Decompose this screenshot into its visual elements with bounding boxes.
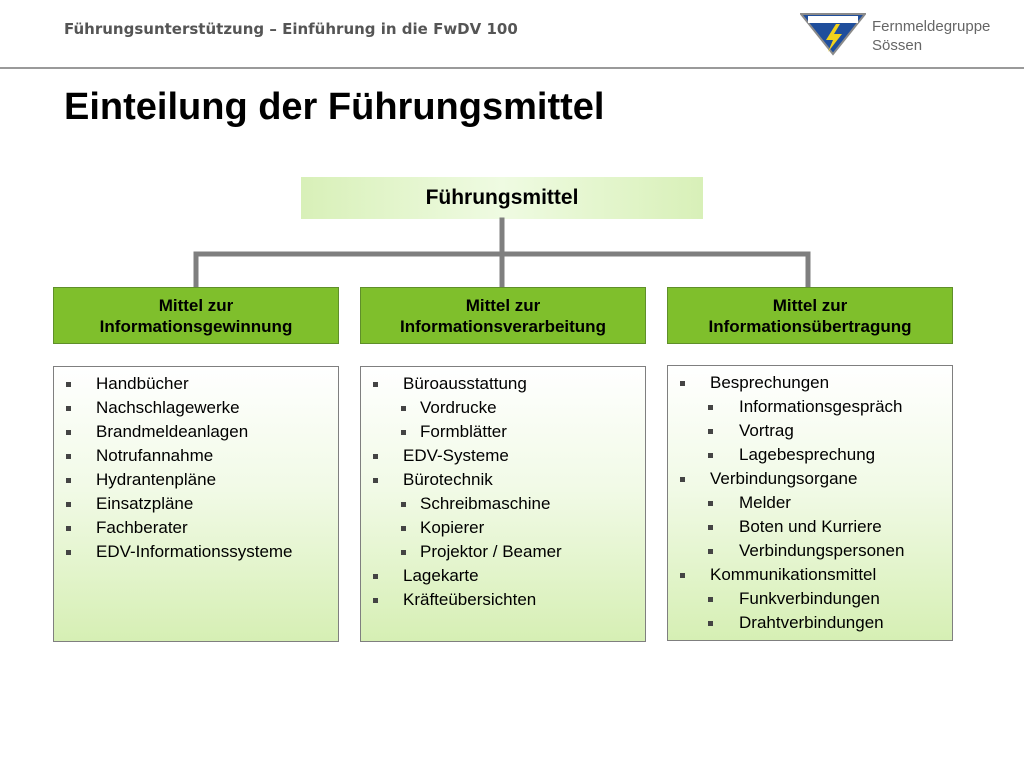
category-informationsuebertragung: Mittel zur Informationsübertragung [667, 287, 953, 344]
list-item: EDV-Informationssysteme [64, 540, 338, 564]
sub-list-item: Schreibmaschine [371, 492, 645, 516]
category-informationsverarbeitung: Mittel zur Informationsverarbeitung [360, 287, 646, 344]
category-heading-line1: Mittel zur [465, 295, 541, 315]
header-divider [0, 67, 1024, 69]
fernmeldegruppe-logo [800, 13, 866, 56]
list-item: Fachberater [64, 516, 338, 540]
sub-list-item: Vortrag [678, 419, 952, 443]
list-item: Bürotechnik [371, 468, 645, 492]
hierarchy-connectors [193, 217, 811, 290]
sub-list-item: Boten und Kurriere [678, 515, 952, 539]
category-heading-line2: Informationsgewinnung [99, 316, 293, 336]
sub-list-item: Vordrucke [371, 396, 645, 420]
list-item: Kräfteübersichten [371, 588, 645, 612]
org-name-line2: Sössen [872, 37, 923, 54]
sub-list-item: Funkverbindungen [678, 587, 952, 611]
list-item: Besprechungen [678, 371, 952, 395]
category-heading-line2: Informationsübertragung [708, 316, 912, 336]
sub-list-item: Kopierer [371, 516, 645, 540]
org-name-line1: Fernmeldegruppe [872, 18, 991, 35]
category-informationsgewinnung: Mittel zur Informationsgewinnung [53, 287, 339, 344]
sub-list-item: Formblätter [371, 420, 645, 444]
list-item: Notrufannahme [64, 444, 338, 468]
category-heading-line1: Mittel zur [772, 295, 848, 315]
page-title: Einteilung der Führungsmittel [64, 86, 605, 128]
sub-list-item: Verbindungspersonen [678, 539, 952, 563]
sub-list-item: Informationsgespräch [678, 395, 952, 419]
sub-list-item: Lagebesprechung [678, 443, 952, 467]
header-title: Führungsunterstützung – Einführung in di… [64, 20, 518, 38]
sub-list-item: Melder [678, 491, 952, 515]
org-name: Fernmeldegruppe Sössen [872, 17, 990, 55]
root-node-label: Führungsmittel [425, 186, 579, 209]
sub-list-item: Projektor / Beamer [371, 540, 645, 564]
category-heading-line2: Informationsverarbeitung [400, 316, 606, 336]
list-item: Kommunikationsmittel [678, 563, 952, 587]
category-heading-line1: Mittel zur [158, 295, 234, 315]
list-item: Lagekarte [371, 564, 645, 588]
sub-list-item: Drahtverbindungen [678, 611, 952, 635]
list-item: Brandmeldeanlagen [64, 420, 338, 444]
list-item: EDV-Systeme [371, 444, 645, 468]
root-node-fuehrungsmittel: Führungsmittel [301, 177, 703, 219]
list-item: Büroausstattung [371, 372, 645, 396]
list-item: Handbücher [64, 372, 338, 396]
list-item: Hydrantenpläne [64, 468, 338, 492]
list-item: Einsatzpläne [64, 492, 338, 516]
list-item: Nachschlagewerke [64, 396, 338, 420]
list-item: Verbindungsorgane [678, 467, 952, 491]
